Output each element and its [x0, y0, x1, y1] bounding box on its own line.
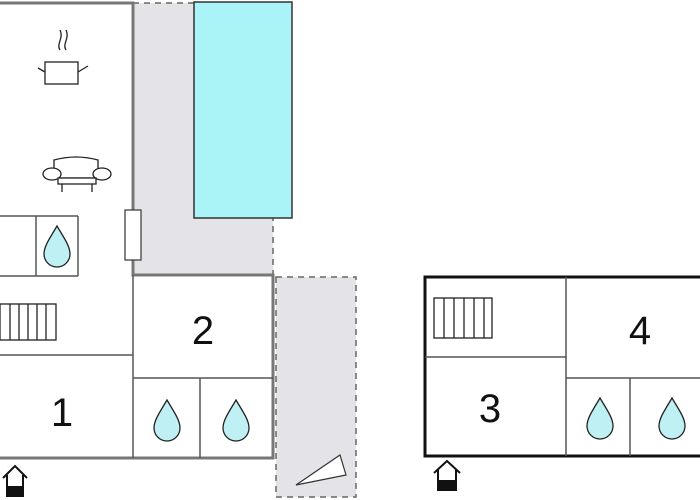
room-label-4: 4 — [629, 309, 651, 353]
left-unit-outer-wall — [0, 1, 275, 460]
entrance-icon — [433, 459, 461, 491]
right-unit-outer-wall — [423, 275, 700, 458]
stairs-icon — [433, 297, 493, 339]
stairs-icon — [0, 303, 57, 341]
water-drop-icon — [222, 398, 250, 442]
water-drop-icon — [586, 396, 614, 440]
sofa-icon — [42, 156, 112, 192]
water-drop-icon — [153, 398, 181, 442]
walkway — [275, 276, 357, 498]
window — [124, 209, 142, 261]
water-drop-icon — [658, 396, 686, 440]
room-label-2: 2 — [192, 309, 214, 353]
room-label-3: 3 — [479, 387, 501, 431]
room-label-1: 1 — [51, 391, 73, 435]
water-drop-icon — [43, 224, 71, 268]
swimming-pool — [193, 1, 293, 219]
entrance-icon — [2, 464, 28, 497]
sun-lounger-icon — [295, 454, 347, 486]
cooking-pot-icon — [37, 29, 89, 85]
